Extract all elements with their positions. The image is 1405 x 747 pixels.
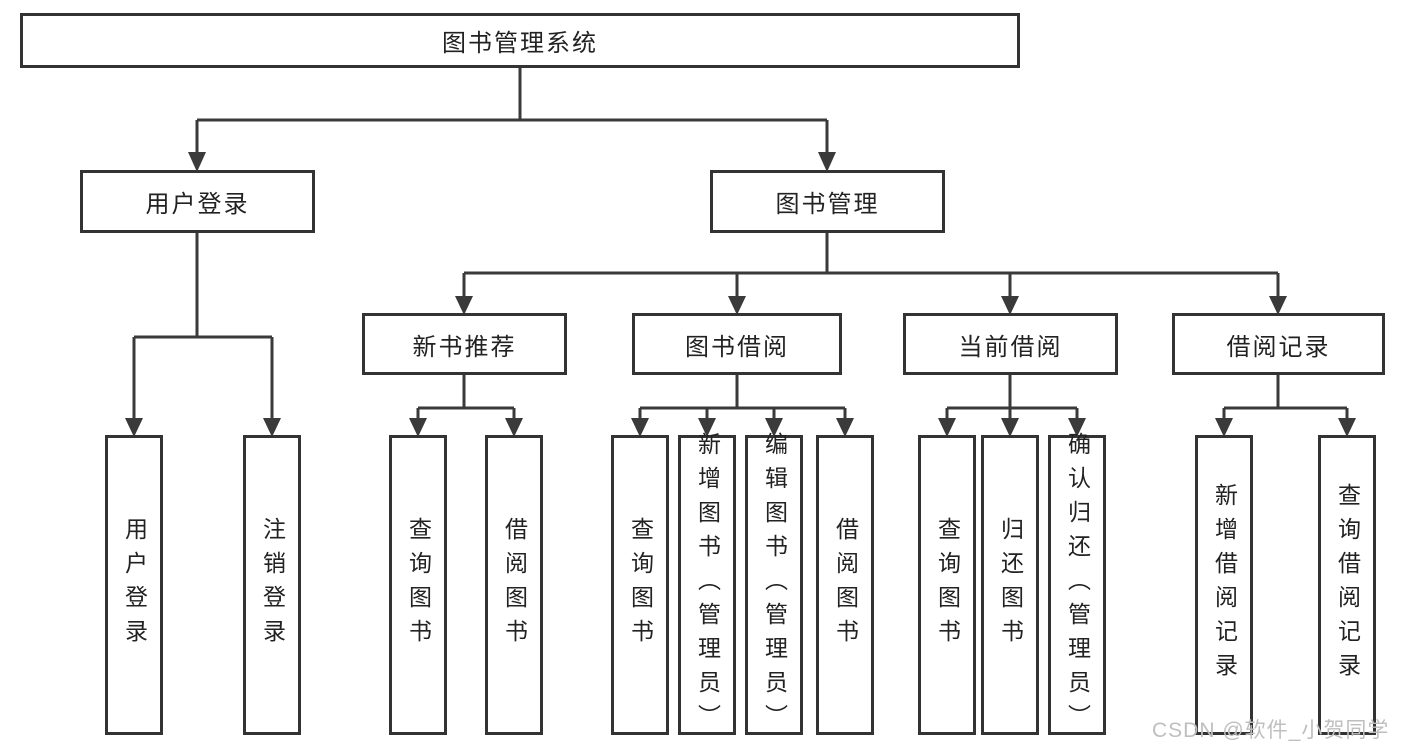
connector-user-login-to-leaves	[132, 233, 274, 418]
node-leaf-borrow-books-borrowing-label: 借阅图书	[832, 517, 859, 653]
node-new-book-recommend: 新书推荐	[362, 313, 567, 375]
node-leaf-borrow-books-borrowing: 借阅图书	[816, 435, 874, 735]
node-user-login-branch: 用户登录	[80, 170, 315, 233]
node-leaf-query-borrow-record: 查询借阅记录	[1318, 435, 1376, 735]
node-leaf-confirm-return-admin-label: 确认归还（管理员）	[1064, 432, 1091, 738]
node-library-management-system: 图书管理系统	[20, 13, 1020, 68]
node-leaf-logout-label: 注销登录	[259, 517, 286, 653]
connector-book-borrowing-to-leaves	[638, 375, 847, 418]
node-leaf-add-books-admin-label: 新增图书（管理员）	[694, 432, 721, 738]
node-library-management-system-label: 图书管理系统	[442, 30, 598, 57]
node-current-borrowing: 当前借阅	[903, 313, 1118, 375]
node-leaf-edit-books-admin: 编辑图书（管理员）	[745, 432, 803, 738]
node-leaf-confirm-return-admin: 确认归还（管理员）	[1048, 432, 1106, 738]
csdn-watermark: CSDN @软件_小贺同学	[1152, 719, 1390, 742]
node-leaf-query-borrow-record-label: 查询借阅记录	[1334, 483, 1361, 687]
node-leaf-return-books: 归还图书	[981, 435, 1039, 735]
node-leaf-borrow-books-recommend-label: 借阅图书	[501, 517, 528, 653]
node-leaf-edit-books-admin-label: 编辑图书（管理员）	[761, 432, 788, 738]
connector-borrowing-records-to-leaves	[1222, 375, 1349, 418]
node-leaf-add-books-admin: 新增图书（管理员）	[678, 432, 736, 738]
node-leaf-return-books-label: 归还图书	[997, 517, 1024, 653]
node-leaf-add-borrow-record: 新增借阅记录	[1195, 435, 1253, 735]
node-book-borrowing: 图书借阅	[632, 313, 842, 375]
node-leaf-query-books-borrowing: 查询图书	[611, 435, 669, 735]
node-leaf-query-books-borrowing-label: 查询图书	[627, 517, 654, 653]
node-user-login-branch-label: 用户登录	[145, 191, 250, 218]
node-leaf-logout: 注销登录	[243, 435, 301, 735]
connector-book-management-to-level3	[462, 233, 1280, 297]
connector-current-borrowing-to-leaves	[945, 375, 1079, 418]
node-leaf-user-login-label: 用户登录	[121, 517, 148, 653]
node-borrowing-records-label: 借阅记录	[1226, 333, 1331, 361]
node-book-management-branch: 图书管理	[710, 170, 945, 233]
node-new-book-recommend-label: 新书推荐	[412, 333, 517, 361]
node-current-borrowing-label: 当前借阅	[958, 333, 1063, 361]
node-borrowing-records: 借阅记录	[1172, 313, 1385, 375]
node-leaf-borrow-books-recommend: 借阅图书	[485, 435, 543, 735]
node-leaf-query-books-recommend: 查询图书	[389, 435, 447, 735]
node-book-borrowing-label: 图书借阅	[685, 333, 789, 361]
connector-root-to-level2	[195, 68, 829, 153]
node-leaf-query-books-current-label: 查询图书	[934, 517, 961, 653]
node-leaf-user-login: 用户登录	[105, 435, 163, 735]
node-leaf-query-books-recommend-label: 查询图书	[405, 517, 432, 653]
connector-new-book-recommend-to-leaves	[416, 375, 516, 418]
node-leaf-query-books-current: 查询图书	[918, 435, 976, 735]
node-leaf-add-borrow-record-label: 新增借阅记录	[1211, 483, 1238, 687]
node-book-management-branch-label: 图书管理	[775, 191, 880, 218]
